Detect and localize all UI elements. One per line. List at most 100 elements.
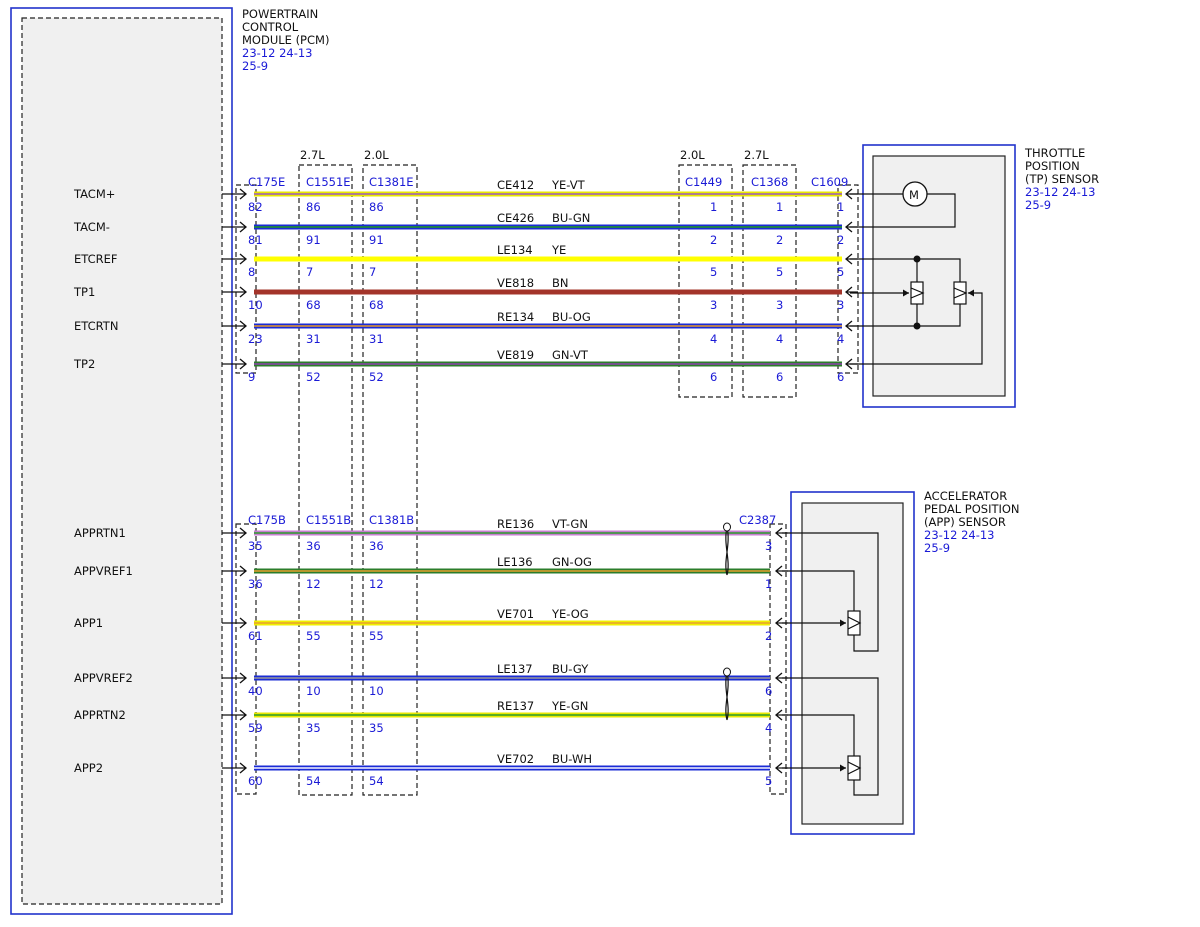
pin-number[interactable]: 10: [306, 684, 321, 698]
tp-ref-2[interactable]: 25-9: [1025, 198, 1051, 212]
pin-number[interactable]: 8: [248, 265, 255, 279]
pin-number[interactable]: 10: [369, 684, 384, 698]
pin-number[interactable]: 55: [306, 629, 321, 643]
pin-number[interactable]: 1: [776, 200, 783, 214]
pcm-ref-1[interactable]: 23-12 24-13: [242, 46, 313, 60]
pin-number[interactable]: 2: [710, 233, 717, 247]
pin-number[interactable]: 5: [710, 265, 717, 279]
pin-number[interactable]: 3: [776, 298, 783, 312]
pin-number[interactable]: 91: [369, 233, 384, 247]
circuit-number: VE701: [497, 607, 534, 621]
tp2-wiper-lead: [850, 292, 983, 365]
pin-number[interactable]: 59: [248, 721, 263, 735]
connector-c1551b[interactable]: C1551B: [306, 513, 351, 527]
potentiometer-2-icon: [953, 281, 967, 305]
wire-color-code: BU-GY: [552, 662, 589, 676]
connector-c1368[interactable]: C1368: [751, 175, 788, 189]
pin-number[interactable]: 36: [248, 577, 263, 591]
app-sensor-title: ACCELERATOR PEDAL POSITION (APP) SENSOR …: [924, 489, 1020, 555]
pin-number[interactable]: 12: [306, 577, 321, 591]
pin-number[interactable]: 5: [765, 774, 772, 788]
c1551-connector-box: [298, 164, 353, 796]
connector-c1551e[interactable]: C1551E: [306, 175, 351, 189]
pin-number[interactable]: 3: [837, 298, 844, 312]
pin-number[interactable]: 12: [369, 577, 384, 591]
app-pot-2-icon: [847, 755, 861, 781]
pin-number[interactable]: 68: [306, 298, 321, 312]
pin-number[interactable]: 6: [776, 370, 783, 384]
pin-number[interactable]: 36: [369, 539, 384, 553]
pin-number[interactable]: 2: [765, 629, 772, 643]
left-terminal-arrow: [239, 527, 248, 539]
tp2-wiper-arrow: [968, 289, 974, 297]
pin-number[interactable]: 2: [776, 233, 783, 247]
pin-number[interactable]: 9: [248, 370, 255, 384]
connector-c1381b[interactable]: C1381B: [369, 513, 414, 527]
pin-number[interactable]: 2: [837, 233, 844, 247]
pin-number[interactable]: 6: [710, 370, 717, 384]
pin-number[interactable]: 55: [369, 629, 384, 643]
connector-c1381e[interactable]: C1381E: [369, 175, 414, 189]
pin-number[interactable]: 61: [248, 629, 263, 643]
pin-number[interactable]: 3: [765, 539, 772, 553]
pin-number[interactable]: 40: [248, 684, 263, 698]
pin-number[interactable]: 86: [306, 200, 321, 214]
tp-ref-1[interactable]: 23-12 24-13: [1025, 185, 1096, 199]
pin-number[interactable]: 81: [248, 233, 263, 247]
pin-number[interactable]: 52: [369, 370, 384, 384]
tp-title-line-1: THROTTLE: [1024, 146, 1085, 160]
pin-number[interactable]: 4: [765, 721, 772, 735]
signal-label: ETCRTN: [74, 319, 118, 333]
tp-sensor-title: THROTTLE POSITION (TP) SENSOR 23-12 24-1…: [1024, 146, 1099, 212]
pin-number[interactable]: 10: [248, 298, 263, 312]
app-ref-1[interactable]: 23-12 24-13: [924, 528, 995, 542]
pin-number[interactable]: 5: [837, 265, 844, 279]
pin-number[interactable]: 6: [837, 370, 844, 384]
pin-number[interactable]: 6: [765, 684, 772, 698]
pin-number[interactable]: 54: [306, 774, 321, 788]
connector-c175b[interactable]: C175B: [248, 513, 286, 527]
pcm-title: POWERTRAIN CONTROL MODULE (PCM) 23-12 24…: [242, 7, 329, 73]
pin-number[interactable]: 4: [837, 332, 844, 346]
pin-number[interactable]: 5: [776, 265, 783, 279]
pin-number[interactable]: 23: [248, 332, 263, 346]
pin-number[interactable]: 1: [765, 577, 772, 591]
c1368-connector-box: [742, 164, 797, 398]
pin-number[interactable]: 68: [369, 298, 384, 312]
pin-number[interactable]: 1: [837, 200, 844, 214]
app2-ref-loop: [782, 677, 879, 796]
connector-c1449[interactable]: C1449: [685, 175, 722, 189]
pin-number[interactable]: 31: [369, 332, 384, 346]
connector-c175e[interactable]: C175E: [248, 175, 285, 189]
pin-number[interactable]: 35: [369, 721, 384, 735]
connector-c1609[interactable]: C1609: [811, 175, 848, 189]
app-ref-2[interactable]: 25-9: [924, 541, 950, 555]
pin-number[interactable]: 60: [248, 774, 263, 788]
pin-number[interactable]: 52: [306, 370, 321, 384]
pin-number[interactable]: 35: [306, 721, 321, 735]
pin-number[interactable]: 31: [306, 332, 321, 346]
pin-number[interactable]: 86: [369, 200, 384, 214]
pin-number[interactable]: 3: [710, 298, 717, 312]
pin-number[interactable]: 4: [776, 332, 783, 346]
pcm-ref-2[interactable]: 25-9: [242, 59, 268, 73]
connector-c2387[interactable]: C2387: [739, 513, 776, 527]
pin-number[interactable]: 1: [710, 200, 717, 214]
pin-number[interactable]: 36: [306, 539, 321, 553]
lower-connector-labels: C175B C1551B C1381B C2387: [248, 513, 776, 527]
pin-number[interactable]: 7: [306, 265, 313, 279]
pin-number[interactable]: 4: [710, 332, 717, 346]
wire-color-code: VT-GN: [552, 517, 588, 531]
left-terminal-arrow: [239, 672, 248, 684]
pin-number[interactable]: 91: [306, 233, 321, 247]
pin-number[interactable]: 82: [248, 200, 263, 214]
pin-number[interactable]: 7: [369, 265, 376, 279]
pin-number[interactable]: 35: [248, 539, 263, 553]
c2387-connector-box: [769, 523, 787, 795]
pin-number[interactable]: 54: [369, 774, 384, 788]
